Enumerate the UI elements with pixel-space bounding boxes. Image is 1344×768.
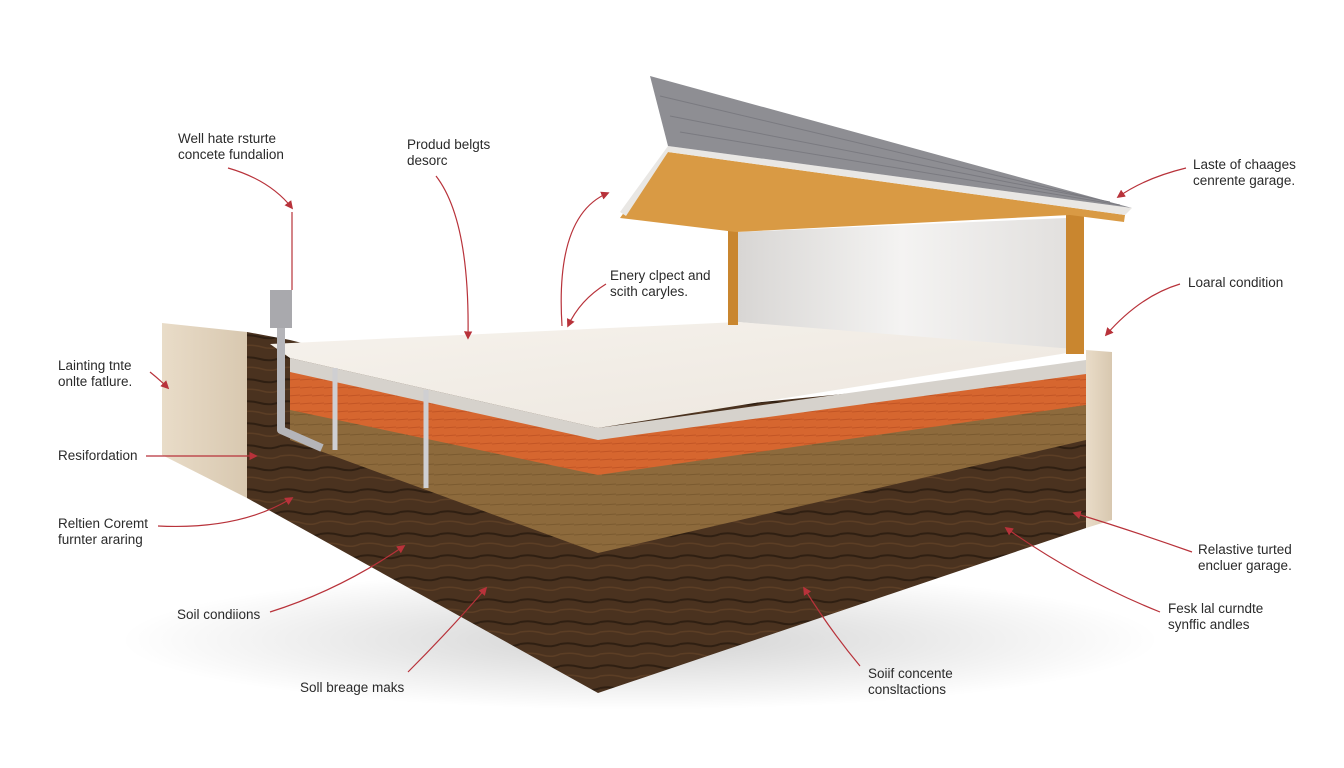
concrete-slab: [270, 322, 1086, 428]
slab-edge: [290, 358, 1086, 440]
label-line: scith caryles.: [610, 284, 689, 299]
label-product-belts: Produd belgts desorc: [407, 137, 490, 169]
right-side-post: [1086, 350, 1112, 528]
label-line: Relastive turted: [1198, 542, 1292, 557]
label-line: Lainting tnte: [58, 358, 132, 373]
label-energy-object: Enery clpect and scith caryles.: [610, 268, 711, 300]
front-post: [728, 225, 738, 325]
label-line: consltactions: [868, 682, 947, 697]
label-line: Laste of chaages: [1193, 157, 1296, 172]
insulation-layer: [290, 370, 1086, 475]
label-relation-coremt: Reltien Coremt furnter araring: [58, 516, 148, 548]
label-line: Soil condiions: [177, 607, 261, 622]
roof-fascia: [620, 152, 1125, 232]
label-well-base: Well hate rsturte concete fundalion: [178, 131, 284, 163]
label-line: Resifordation: [58, 448, 138, 463]
label-line: Well hate rsturte: [178, 131, 277, 146]
drain-pipe: [277, 328, 324, 452]
label-line: Enery clpect and: [610, 268, 711, 283]
label-soif-concente: Soiif concente consltactions: [868, 666, 953, 698]
pipe-cap: [270, 290, 292, 328]
leader-lines: [146, 167, 1193, 673]
label-line: onlte fatlure.: [58, 374, 133, 389]
label-lanting-feature: Lainting tnte onlte fatlure.: [58, 358, 132, 390]
roof-shingle-lines: [659, 95, 1121, 206]
label-line: concete fundalion: [178, 147, 284, 162]
left-side-wall: [162, 323, 247, 498]
rear-post: [1066, 212, 1084, 354]
label-soil-conditions: Soil condiions: [177, 607, 260, 623]
label-relastive-turted: Relastive turted encluer garage.: [1198, 542, 1292, 574]
label-line: Loaral condition: [1188, 275, 1284, 290]
label-fesk-condte: Fesk lal curndte synffic andles: [1168, 601, 1263, 633]
label-line: cenrente garage.: [1193, 173, 1296, 188]
garage-back-wall: [738, 218, 1066, 352]
roof-shingles: [650, 76, 1132, 208]
label-line: Soll breage maks: [300, 680, 405, 695]
label-line: Reltien Coremt: [58, 516, 149, 531]
gravel-layer: [290, 390, 1086, 553]
label-resifordation: Resifordation: [58, 448, 138, 464]
label-line: synffic andles: [1168, 617, 1250, 632]
label-line: encluer garage.: [1198, 558, 1292, 573]
label-line: furnter araring: [58, 532, 143, 547]
label-soil-breage: Soll breage maks: [300, 680, 404, 696]
label-line: Produd belgts: [407, 137, 491, 152]
label-line: Fesk lal curndte: [1168, 601, 1264, 616]
label-local-condition: Loaral condition: [1188, 275, 1283, 291]
label-laste-changes: Laste of chaages cenrente garage.: [1193, 157, 1296, 189]
label-line: Soiif concente: [868, 666, 953, 681]
label-line: desorc: [407, 153, 448, 168]
